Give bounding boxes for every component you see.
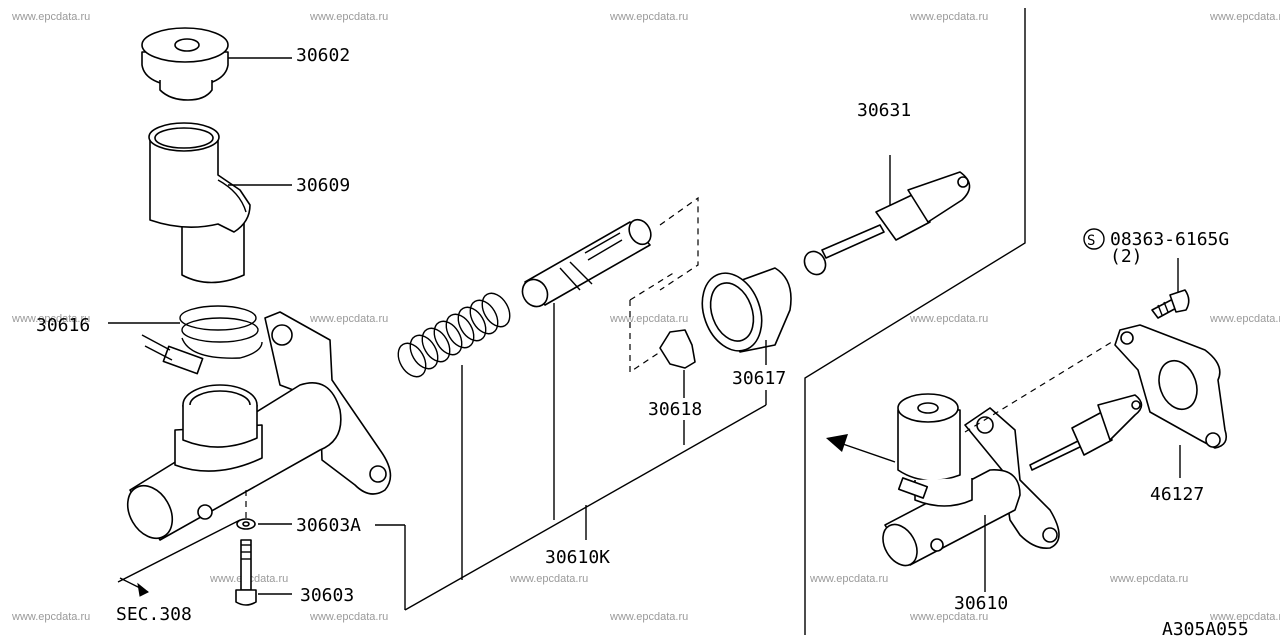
reservoir-tank[interactable] [148, 122, 251, 284]
label-30603: 30603 [300, 585, 354, 606]
watermark: www.epcdata.ru [509, 573, 588, 585]
watermark: www.epcdata.ru [1209, 313, 1280, 325]
label-08363-qty: (2) [1110, 246, 1143, 267]
master-cylinder-body[interactable] [119, 311, 392, 546]
watermark: www.epcdata.ru [309, 313, 388, 325]
gasket[interactable] [1114, 324, 1228, 449]
section-arrow [117, 519, 241, 597]
label-30631: 30631 [857, 100, 911, 121]
label-46127: 46127 [1150, 484, 1204, 505]
watermark: www.epcdata.ru [909, 313, 988, 325]
label-30609: 30609 [296, 175, 350, 196]
dashed-guide [659, 196, 699, 291]
label-30617: 30617 [732, 368, 786, 389]
label-30610K: 30610K [545, 547, 610, 568]
watermark: www.epcdata.ru [309, 11, 388, 23]
piston-seal[interactable] [659, 329, 696, 369]
bolt[interactable] [235, 539, 257, 606]
dashed-guide [964, 339, 1116, 433]
watermark: www.epcdata.ru [1109, 573, 1188, 585]
reservoir-cap[interactable] [141, 27, 229, 101]
standard-part-icon: S [1083, 228, 1105, 250]
watermark: www.epcdata.ru [11, 611, 90, 623]
panel-divider [804, 8, 1026, 635]
watermark-grid: www.epcdata.ru www.epcdata.ru www.epcdat… [11, 11, 1280, 623]
watermark: www.epcdata.ru [609, 611, 688, 623]
watermark: www.epcdata.ru [909, 611, 988, 623]
diagram-code: A305A055 [1162, 619, 1249, 640]
label-30610: 30610 [954, 593, 1008, 614]
dust-boot[interactable] [692, 265, 792, 359]
label-30618: 30618 [648, 399, 702, 420]
label-30602: 30602 [296, 45, 350, 66]
kit-bracket [375, 303, 767, 611]
mounting-bolt[interactable] [1151, 289, 1190, 319]
svg-text:S: S [1087, 233, 1095, 249]
watermark: www.epcdata.ru [11, 313, 90, 325]
watermark: www.epcdata.ru [11, 11, 90, 23]
watermark: www.epcdata.ru [1209, 11, 1280, 23]
hose-clamp[interactable] [141, 305, 263, 375]
label-30616: 30616 [36, 315, 90, 336]
dashed-guide [629, 271, 676, 374]
watermark: www.epcdata.ru [609, 11, 688, 23]
label-30603A: 30603A [296, 515, 361, 536]
label-08363-6165G: 08363-6165G [1110, 229, 1229, 250]
watermark: www.epcdata.ru [609, 313, 688, 325]
watermark: www.epcdata.ru [809, 573, 888, 585]
washer[interactable] [236, 518, 256, 530]
watermark: www.epcdata.ru [1209, 611, 1280, 623]
watermark: www.epcdata.ru [909, 11, 988, 23]
direction-arrow [826, 434, 896, 463]
return-spring[interactable] [393, 288, 516, 381]
master-cylinder-assembly[interactable] [876, 393, 1143, 572]
push-rod[interactable] [800, 155, 971, 278]
label-sec-308: SEC.308 [116, 604, 192, 625]
watermark: www.epcdata.ru [309, 611, 388, 623]
piston[interactable] [518, 216, 656, 311]
